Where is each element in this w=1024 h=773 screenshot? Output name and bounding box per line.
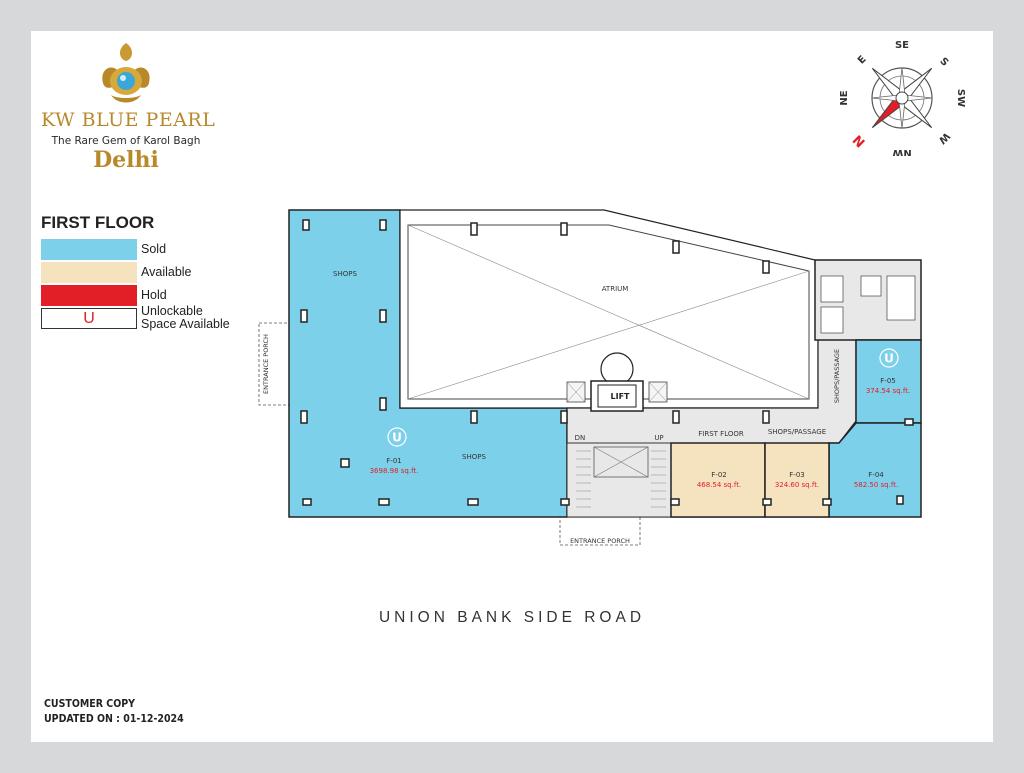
compass-label-ne: NE xyxy=(839,90,850,105)
legend-swatch-unlockable: U xyxy=(41,308,137,329)
compass-label-sw: SW xyxy=(955,89,966,107)
brand-city: Delhi xyxy=(93,147,159,173)
unlock-symbol-f05 xyxy=(879,348,899,368)
label-lift: LIFT xyxy=(611,392,631,401)
label-stair-dn: DN xyxy=(575,434,586,442)
legend-item-unlockable: U Unlockable Space Available xyxy=(41,304,251,331)
legend-swatch-sold xyxy=(41,239,137,260)
stair-well xyxy=(566,442,672,518)
brand-logo: KW BLUE PEARL The Rare Gem of Karol Bagh… xyxy=(41,39,216,189)
label-shops-top: SHOPS xyxy=(333,270,357,278)
footer-copy-label: CUSTOMER COPY xyxy=(44,698,136,710)
legend-item-sold: Sold xyxy=(41,239,251,261)
legend-item-available: Available xyxy=(41,262,251,284)
compass-rose-icon: SE S SW W NW N NE E xyxy=(839,40,966,156)
lift-core xyxy=(590,380,644,412)
unit-f01-area-label: 3698.98 sq.ft. xyxy=(370,467,419,475)
legend-label-available: Available xyxy=(141,265,192,279)
unit-f05-area-label: 374.54 sq.ft. xyxy=(866,387,910,395)
label-shops-passage-vertical: SHOPS/PASSAGE xyxy=(833,349,841,403)
label-first-floor: FIRST FLOOR xyxy=(698,430,744,438)
label-shops-passage: SHOPS/PASSAGE xyxy=(768,428,826,436)
legend-item-hold: Hold xyxy=(41,285,251,307)
legend: FIRST FLOOR Sold Available Hold U Unlock… xyxy=(41,213,251,331)
legend-title: FIRST FLOOR xyxy=(41,213,155,232)
compass-label-se: SE xyxy=(895,40,909,51)
unit-f01-id: F-01 xyxy=(386,457,401,465)
lift-canopy xyxy=(600,352,634,386)
floor-plan-sheet: KW BLUE PEARL The Rare Gem of Karol Bagh… xyxy=(31,31,993,742)
footer-updated: UPDATED ON : 01-12-2024 xyxy=(44,713,184,725)
unit-f02-id: F-02 xyxy=(711,471,726,479)
unit-f02-area xyxy=(670,442,766,518)
label-stair-up: UP xyxy=(654,434,663,442)
unit-f02-area-label: 468.54 sq.ft. xyxy=(697,481,741,489)
legend-swatch-available xyxy=(41,262,137,283)
legend-label-sold: Sold xyxy=(141,242,167,256)
legend-label-unlockable: Unlockable Space Available xyxy=(141,304,230,331)
unlock-label-f05: U xyxy=(884,352,894,366)
label-entrance-porch-left: ENTRANCE PORCH xyxy=(262,334,270,394)
unit-f04-id: F-04 xyxy=(868,471,884,479)
unit-f03-id: F-03 xyxy=(789,471,804,479)
brand-name: KW BLUE PEARL xyxy=(41,109,216,131)
unit-f03-area-label: 324.60 sq.ft. xyxy=(775,481,819,489)
compass-label-nw: NW xyxy=(892,147,911,156)
unlock-label-f01: U xyxy=(392,431,402,445)
unit-f04-area-label: 582.50 sq.ft. xyxy=(854,481,898,489)
brand-tagline: The Rare Gem of Karol Bagh xyxy=(51,135,201,147)
label-shops-mid: SHOPS xyxy=(462,453,486,461)
footer: CUSTOMER COPY UPDATED ON : 01-12-2024 xyxy=(44,697,184,727)
legend-label-hold: Hold xyxy=(141,288,167,302)
label-atrium: ATRIUM xyxy=(602,285,629,293)
unit-f05-id: F-05 xyxy=(880,377,895,385)
floor-plan: U U SHOPS ATRIUM LIFT ENTRANCE PORCH ENT… xyxy=(258,209,922,546)
unit-f03-area xyxy=(764,442,830,518)
pearl-emblem-icon xyxy=(102,43,150,103)
unlock-symbol-f01 xyxy=(387,427,407,447)
label-entrance-porch-bottom: ENTRANCE PORCH xyxy=(570,537,630,545)
legend-swatch-hold xyxy=(41,285,137,306)
road-label: UNION BANK SIDE ROAD xyxy=(378,609,646,626)
